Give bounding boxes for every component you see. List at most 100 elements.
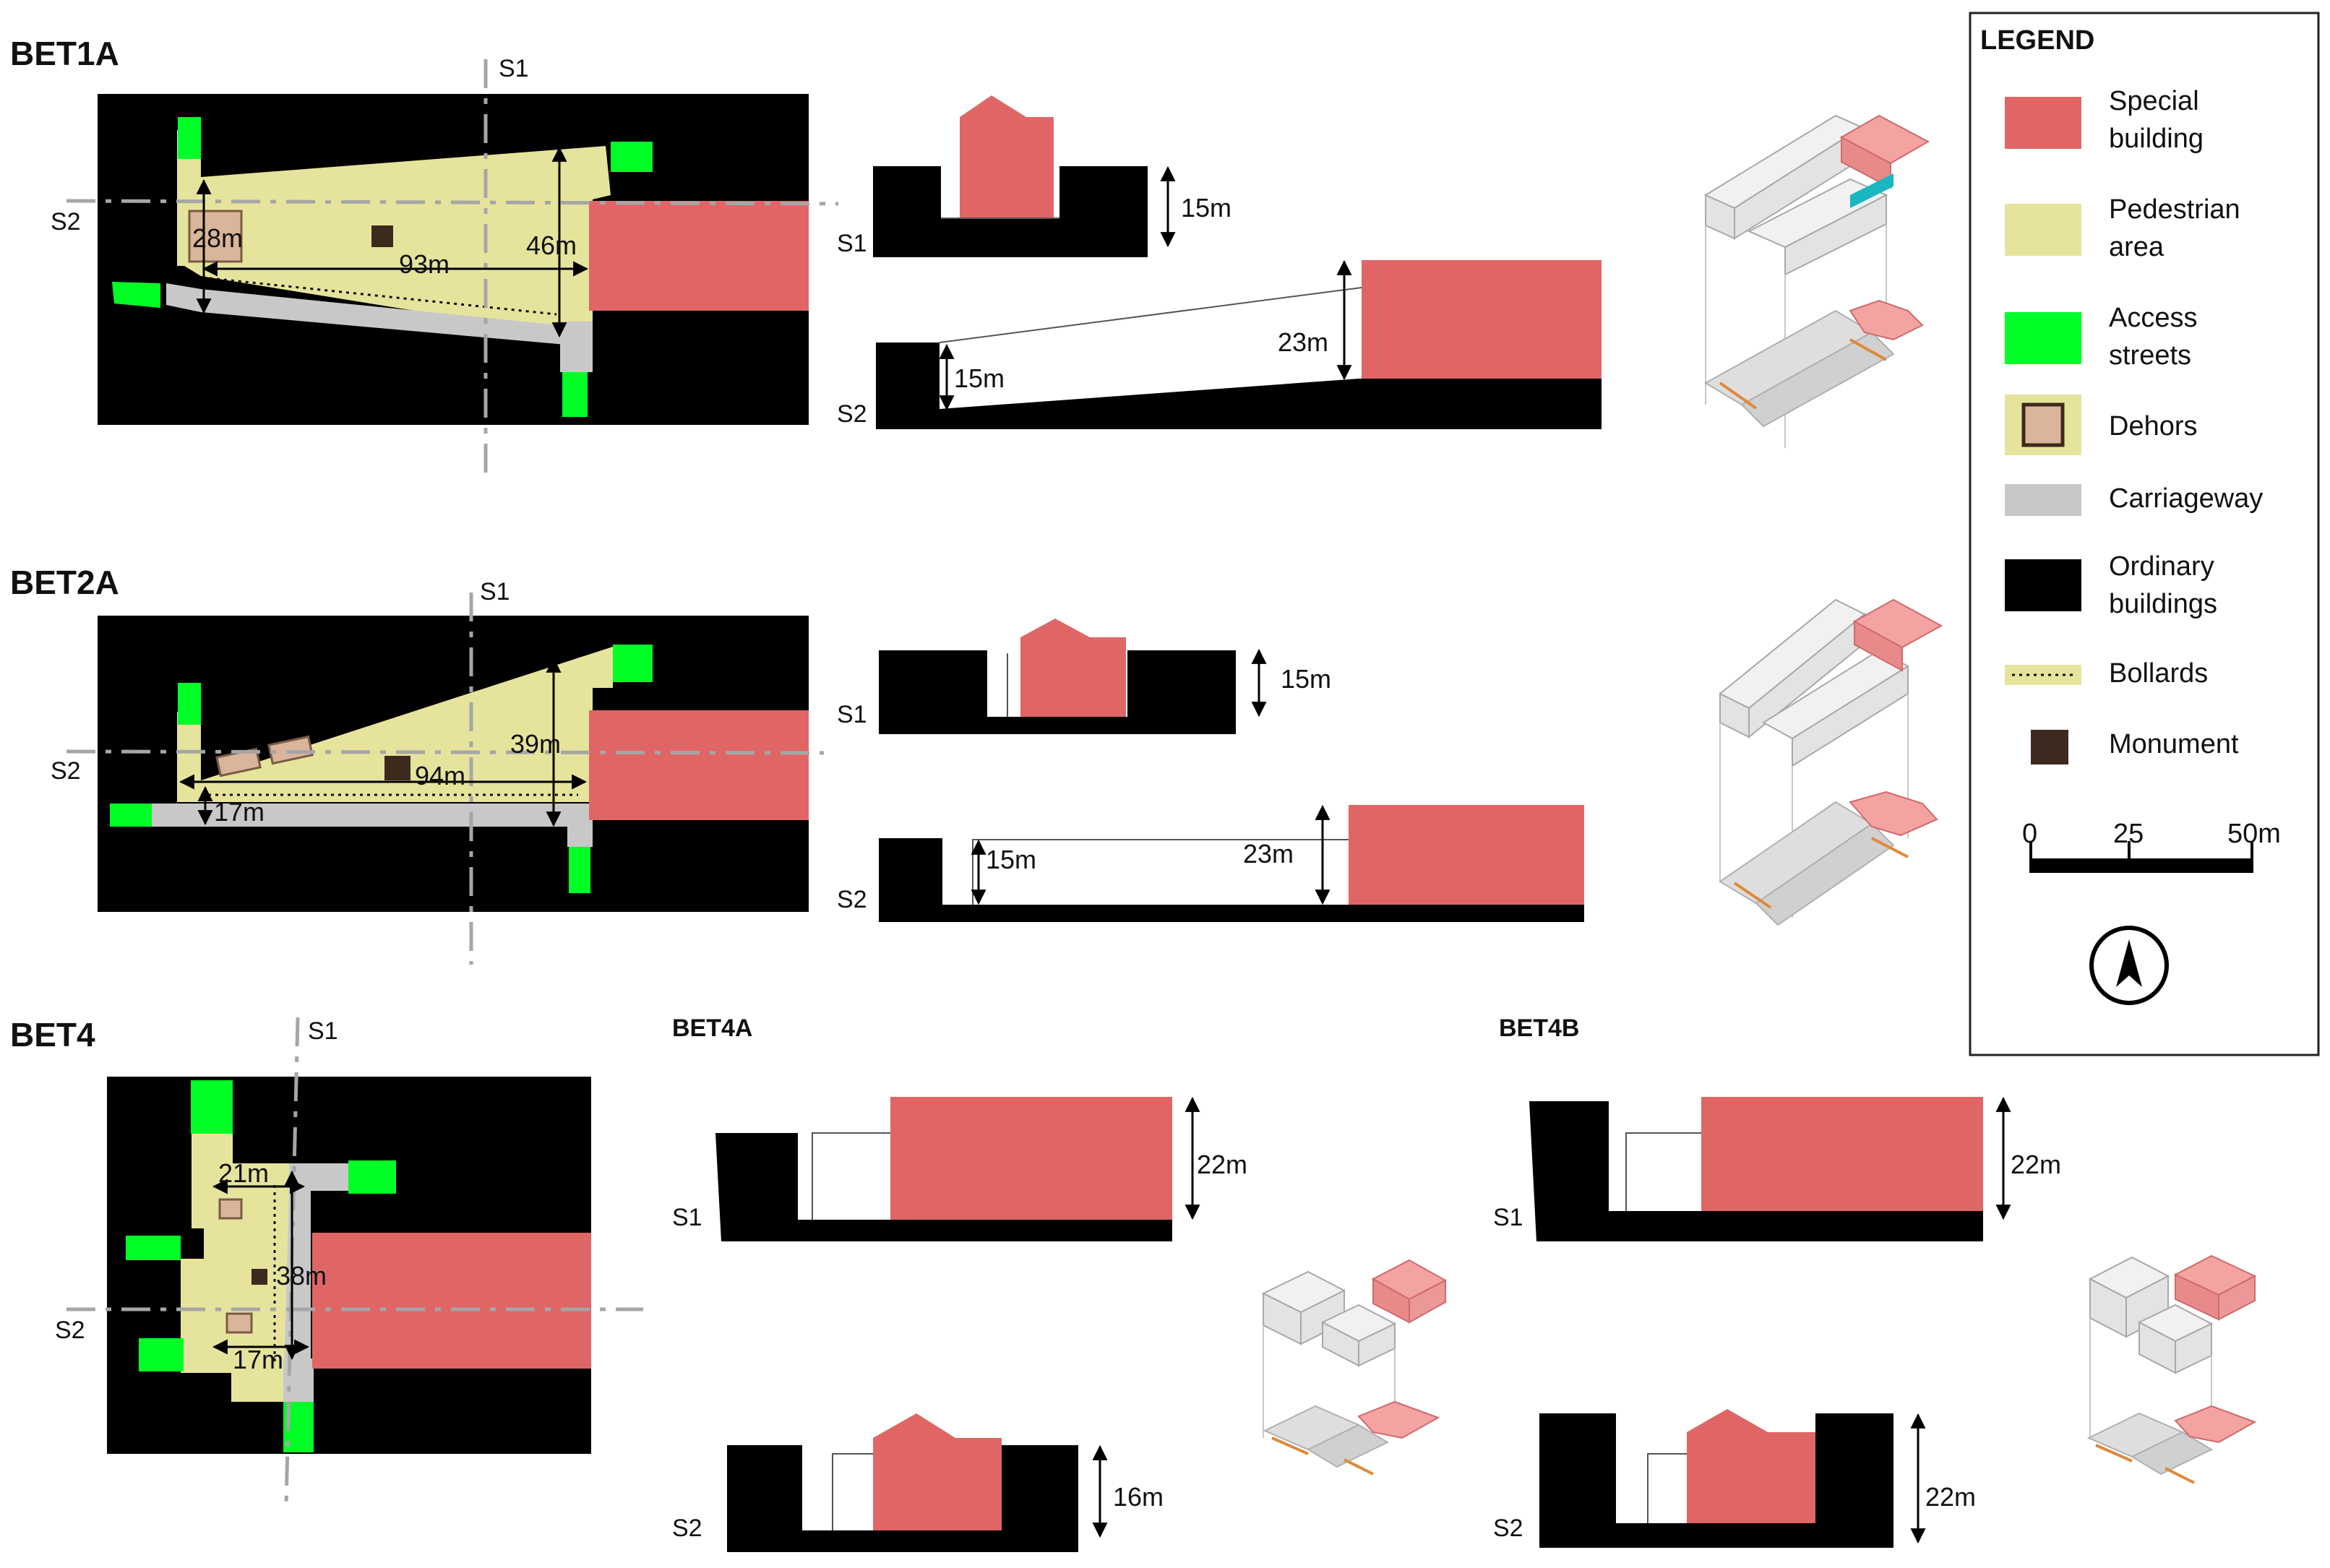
legend-label-monument: Monument (2109, 729, 2239, 759)
ordinary-buildings-section (1539, 1413, 1893, 1548)
special-building (312, 1233, 591, 1369)
ordinary-buildings-section (1529, 1101, 1983, 1241)
height-label: 22m (1925, 1482, 1976, 1512)
dim-label-39: 39m (510, 729, 561, 759)
section-label: S2 (672, 1515, 702, 1542)
ordinary-buildings-section (873, 166, 1148, 257)
bet2a-plan: 94m 39m 17m S1 S2 (51, 578, 825, 965)
special-building-section (1701, 1097, 1983, 1211)
carriageway-exit (567, 827, 593, 847)
access-street-w (126, 1236, 181, 1260)
section-label: S2 (1493, 1515, 1523, 1542)
section-label: S1 (837, 701, 867, 728)
special-building-section (1349, 805, 1584, 905)
dehors-icon (2021, 402, 2065, 447)
section-label: S2 (837, 400, 867, 428)
legend-item-special: Special building (2005, 86, 2204, 154)
legend-label-dehors: Dehors (2109, 411, 2198, 441)
bet4-title: BET4 (10, 1016, 95, 1054)
carriageway-exit (560, 322, 593, 372)
legend-label-carriageway: Carriageway (2109, 483, 2263, 514)
section-line-s2 (66, 749, 825, 755)
scale-bar-bar (2029, 858, 2253, 873)
bet4a-section-s2: 16m S2 (672, 1413, 1164, 1552)
ordinary-buildings-section (879, 650, 1236, 734)
legend-item-dehors: Dehors (2005, 395, 2198, 455)
legend-frame (1969, 12, 2320, 1056)
access-street-ne (611, 142, 653, 172)
height-label-right: 23m (1243, 839, 1294, 869)
bet2a-title: BET2A (10, 564, 119, 601)
bet4-block: BET4 21m 38m 17m S1 S2 (10, 1016, 643, 1505)
height-label: 16m (1113, 1482, 1164, 1512)
special-building-section (1020, 619, 1126, 717)
access-street-sw (139, 1338, 184, 1371)
scale-tick-0: 0 (2022, 819, 2037, 849)
legend-label-ordinary-1: Ordinary (2109, 551, 2214, 582)
special-building (589, 201, 809, 311)
legend-title: LEGEND (1980, 25, 2094, 56)
north-arrow-icon (2089, 926, 2169, 1005)
legend-item-ordinary: Ordinary buildings (2005, 551, 2217, 619)
dehors (225, 1312, 253, 1334)
access-street-nw (178, 117, 201, 159)
access-street-w (110, 804, 152, 827)
legend-item-access: Access streets (2005, 303, 2197, 371)
legend-item-carriageway: Carriageway (2005, 483, 2263, 516)
pedestrian-area (177, 647, 613, 802)
ordinary-buildings-section (876, 343, 1602, 429)
bet4b-axonometric (2086, 1254, 2257, 1484)
monument (252, 1269, 267, 1285)
special-building-section (960, 95, 1054, 218)
access-street-n (191, 1080, 233, 1134)
bet4b-section-s1: 22m S1 (1493, 1096, 2061, 1241)
dim-label-38: 38m (276, 1261, 327, 1291)
bollards (209, 277, 557, 316)
skyline-line (939, 287, 1362, 343)
access-street-nw (178, 683, 201, 725)
ordinary-buildings-section (879, 838, 1584, 922)
access-street-e (348, 1160, 396, 1194)
special-building (589, 710, 809, 820)
legend-swatch-monument (2031, 730, 2068, 764)
height-label-left: 15m (986, 845, 1036, 874)
section-label: S1 (837, 230, 867, 257)
access-street-s (562, 372, 588, 417)
legend-swatch-access (2005, 312, 2081, 364)
dehors (218, 1198, 243, 1220)
scale-tick-50: 50m (2227, 819, 2281, 849)
bet2a-section-s1: 15m S1 (837, 619, 1331, 734)
bet1a-block: BET1A 28m 93m 46m S1 S2 (10, 35, 1930, 477)
special-building-section (873, 1413, 1002, 1530)
s2-label: S2 (51, 208, 81, 236)
pedestrian-area (177, 130, 611, 340)
ordinary-buildings-section (727, 1445, 1078, 1552)
bet2a-section-s2: 15m 23m S2 (837, 804, 1584, 922)
legend-label-pedestrian-1: Pedestrian (2109, 194, 2240, 225)
legend-label-pedestrian-2: area (2109, 232, 2165, 262)
monument (371, 225, 393, 247)
bet2a-block: BET2A 94m 39m 17m S1 S2 (10, 564, 1943, 965)
legend-label-special-1: Special (2109, 86, 2199, 116)
legend-swatch-carriageway (2005, 484, 2081, 516)
access-street-s (569, 847, 590, 893)
section-label: S2 (837, 886, 867, 913)
section-line-s2 (66, 199, 839, 206)
bet1a-section-s2: 15m 23m S2 (837, 259, 1602, 429)
monument (384, 756, 410, 780)
s1-label: S1 (499, 55, 529, 82)
s2-label: S2 (55, 1317, 85, 1344)
bet4a-block: BET4A 22m S1 16m S2 (672, 1015, 1448, 1552)
legend-item-pedestrian: Pedestrian area (2005, 194, 2240, 262)
dim-label-17: 17m (214, 797, 265, 827)
height-label: 22m (2011, 1150, 2061, 1179)
legend-label-access-1: Access (2109, 303, 2197, 333)
dim-label-94: 94m (415, 761, 465, 791)
legend-item-bollards: Bollards (2005, 658, 2208, 689)
legend-label-access-2: streets (2109, 340, 2191, 371)
special-building-section (1362, 260, 1602, 379)
height-label: 15m (1281, 664, 1331, 694)
bet1a-title: BET1A (10, 35, 119, 72)
height-label: 15m (1181, 193, 1231, 223)
